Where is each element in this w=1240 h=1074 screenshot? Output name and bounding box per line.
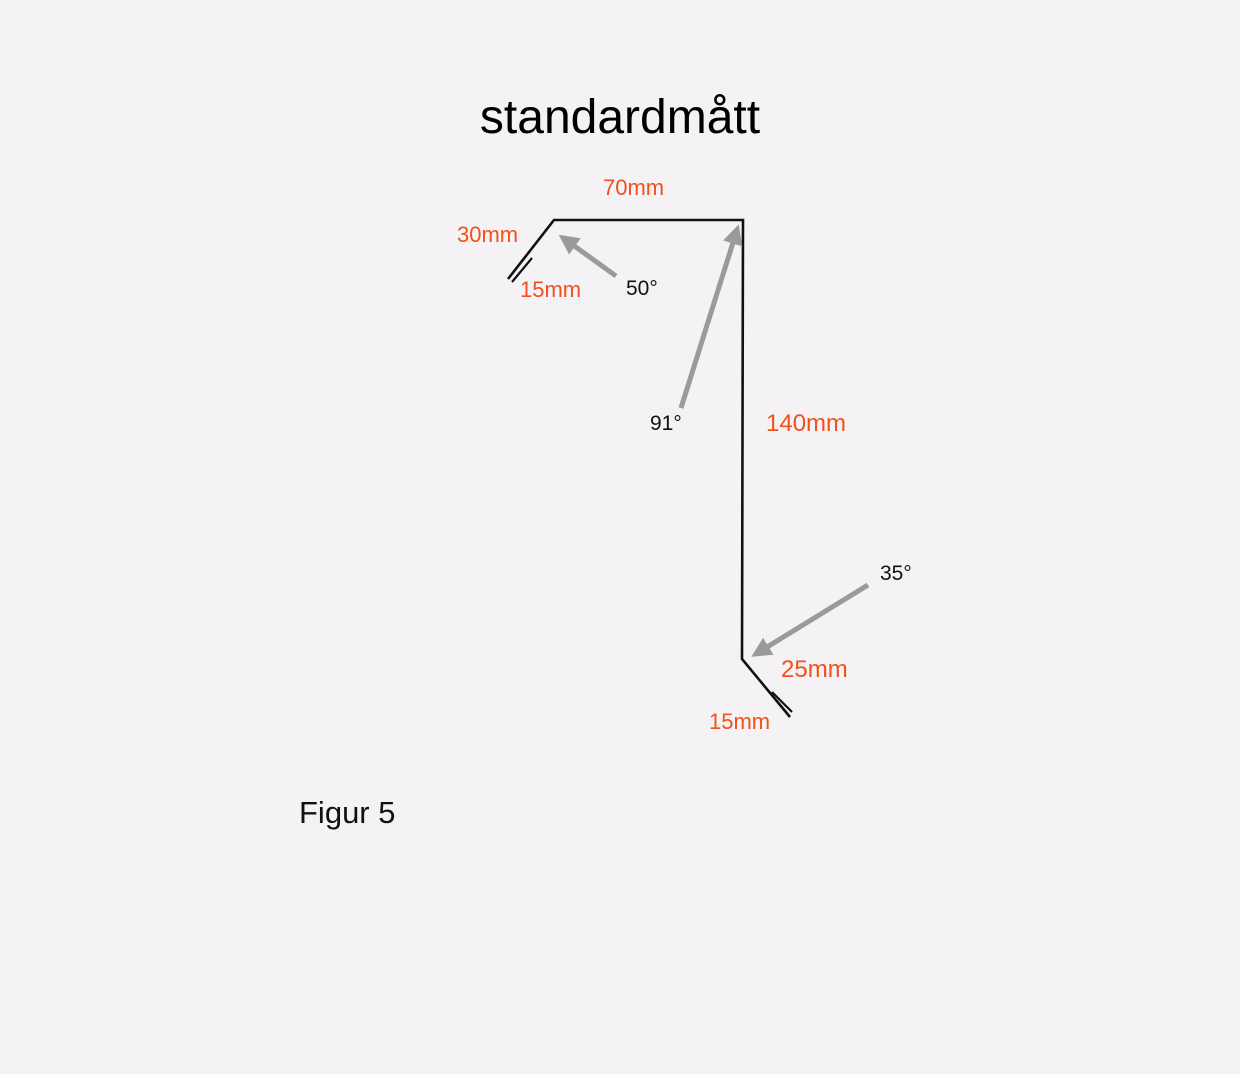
arrow-35-degree [751,582,870,657]
dimension-left-slope: 30mm [457,222,518,247]
dimension-bottom-slope: 25mm [781,656,848,683]
dimension-left-hem: 15mm [520,277,581,302]
arrow-91-degree [678,224,743,409]
dimension-top-flange: 70mm [603,175,664,200]
dimension-bottom-hem: 15mm [709,709,770,734]
figure-caption: Figur 5 [299,795,396,830]
dimension-vertical-web: 140mm [766,410,846,437]
angle-bottom: 35° [880,562,912,585]
left-hem-line [511,257,533,283]
page-title: standardmått [479,91,761,144]
angle-top-right: 91° [650,412,682,435]
profile-line [506,218,792,718]
angle-top-left: 50° [626,277,658,300]
arrow-50-degree [558,234,618,279]
bottom-hem-line [771,691,793,713]
